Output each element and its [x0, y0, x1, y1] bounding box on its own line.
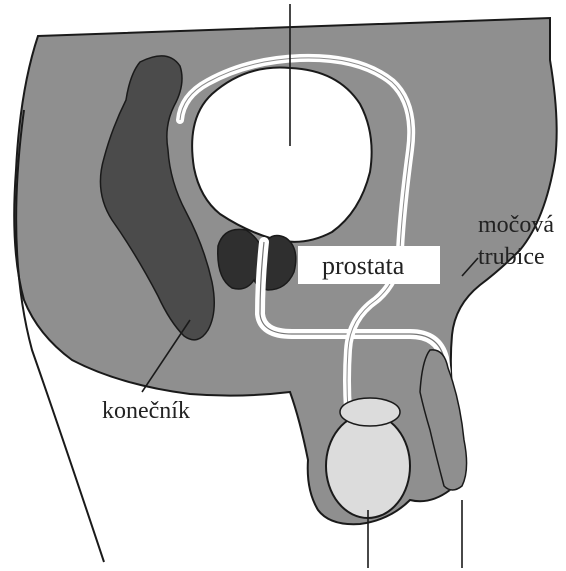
prostate-label: prostata — [322, 251, 405, 280]
testis-shape — [326, 414, 410, 518]
rectum-label: konečník — [102, 398, 190, 424]
urethra-label-line2: trubice — [478, 244, 545, 270]
urethra-label-line1: močová — [478, 212, 554, 238]
epididymis-shape — [340, 398, 400, 426]
